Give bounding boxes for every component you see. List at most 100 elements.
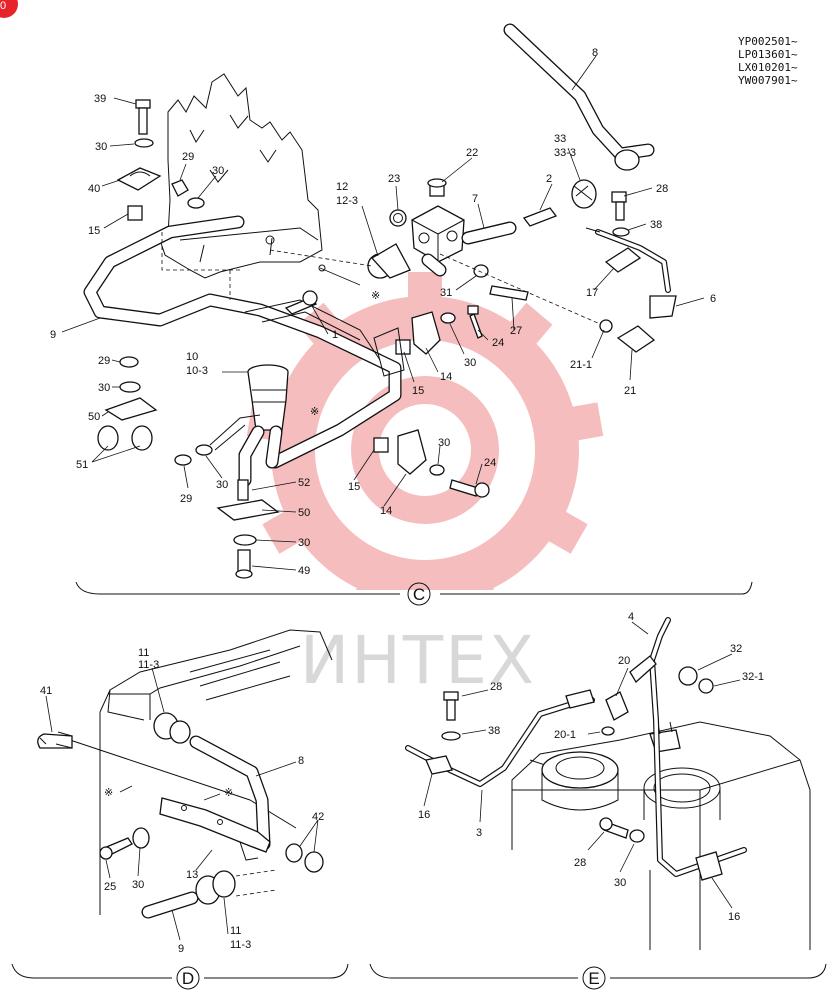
grommets-42 bbox=[285, 843, 324, 873]
section-d: ※ ※ 41 11 11-3 8 42 13 25 30 9 11 11-3 bbox=[11, 629, 349, 990]
callout-6: 6 bbox=[710, 293, 716, 305]
callout-28: 28 bbox=[574, 857, 586, 869]
section-e-callouts: 4 20 32 32-1 28 38 20-1 16 3 28 30 16 bbox=[418, 611, 764, 923]
callout-14: 14 bbox=[440, 371, 452, 383]
left-clamp-stack bbox=[116, 99, 205, 221]
callout-24: 24 bbox=[492, 337, 504, 349]
badge-text: 0 bbox=[0, 0, 6, 12]
valve-block bbox=[159, 73, 326, 279]
callout-15: 15 bbox=[348, 481, 360, 493]
callout-29: 29 bbox=[182, 151, 194, 163]
ref-mark-2: ※ bbox=[310, 406, 319, 418]
callout-50: 50 bbox=[88, 411, 100, 423]
section-e-bracket bbox=[369, 963, 827, 979]
callout-8: 8 bbox=[298, 755, 304, 767]
callout-29: 29 bbox=[98, 355, 110, 367]
callout-24: 24 bbox=[484, 457, 496, 469]
hose-9-d bbox=[141, 869, 277, 919]
callout-22: 22 bbox=[466, 147, 478, 159]
callout-30: 30 bbox=[614, 877, 626, 889]
filler-neck bbox=[541, 751, 721, 820]
callout-9: 9 bbox=[178, 943, 184, 955]
filler-pipe-10 bbox=[209, 364, 289, 487]
coupler-33 bbox=[522, 179, 630, 237]
section-d-badge bbox=[176, 966, 200, 990]
bolt-28-lower bbox=[599, 817, 645, 843]
callout-11: 11 bbox=[230, 925, 241, 937]
callout-30: 30 bbox=[98, 382, 110, 394]
callout-38: 38 bbox=[650, 219, 662, 231]
tube-4 bbox=[629, 617, 747, 877]
section-e-leaders bbox=[423, 621, 741, 909]
section-e-badge bbox=[582, 966, 606, 990]
section-d-label: D bbox=[182, 969, 194, 988]
bolt-28-top bbox=[425, 691, 461, 775]
callout-30: 30 bbox=[132, 879, 144, 891]
callout-38: 38 bbox=[488, 725, 500, 737]
callout-11-3: 11-3 bbox=[138, 659, 159, 671]
callout-9: 9 bbox=[50, 329, 56, 341]
callout-8: 8 bbox=[592, 47, 598, 59]
bolt-25 bbox=[99, 827, 150, 860]
u-bolt-41 bbox=[37, 731, 73, 749]
ref-mark-d1: ※ bbox=[104, 787, 113, 799]
callout-15: 15 bbox=[412, 385, 424, 397]
callout-17: 17 bbox=[586, 287, 598, 299]
callout-33-3: 33-3 bbox=[554, 147, 576, 159]
callout-1: 1 bbox=[332, 329, 338, 341]
serial-list: YP002501~ LP013601~ LX010201~ YW007901~ bbox=[738, 35, 798, 87]
tee-block bbox=[411, 178, 517, 277]
section-c-callouts: 39 30 40 15 29 30 9 29 30 50 51 29 30 10… bbox=[50, 47, 716, 577]
callout-30: 30 bbox=[212, 165, 224, 177]
callout-33: 33 bbox=[554, 133, 566, 145]
section-e: 4 20 32 32-1 28 38 20-1 16 3 28 30 16 E bbox=[369, 611, 827, 990]
callout-12-3: 12-3 bbox=[336, 195, 358, 207]
callout-21: 21 bbox=[624, 385, 636, 397]
pipe-8 bbox=[503, 23, 655, 171]
callout-51: 51 bbox=[76, 459, 88, 471]
callout-16: 16 bbox=[728, 911, 740, 923]
callout-39: 39 bbox=[94, 93, 106, 105]
section-c-label: C bbox=[413, 585, 425, 604]
callout-16: 16 bbox=[418, 809, 430, 821]
coupler-11-top bbox=[153, 712, 191, 744]
bottom-mount bbox=[216, 479, 280, 579]
section-d-leaders bbox=[45, 667, 319, 941]
left-lower-stack bbox=[97, 356, 213, 466]
bracket-13 bbox=[159, 797, 271, 861]
callout-30: 30 bbox=[95, 141, 107, 153]
callout-10-3: 10-3 bbox=[186, 365, 208, 377]
section-c-leaders bbox=[61, 55, 705, 571]
callout-32: 32 bbox=[730, 643, 742, 655]
callout-21-1: 21-1 bbox=[570, 359, 592, 371]
callout-12: 12 bbox=[336, 181, 348, 193]
hose-6 bbox=[585, 227, 677, 319]
callout-40: 40 bbox=[88, 183, 100, 195]
callout-42: 42 bbox=[312, 811, 324, 823]
callout-50: 50 bbox=[298, 507, 310, 519]
bolt-1 bbox=[284, 290, 318, 315]
callout-49: 49 bbox=[298, 565, 310, 577]
callout-30: 30 bbox=[464, 357, 476, 369]
serial-4: YW007901~ bbox=[738, 74, 798, 87]
callout-10: 10 bbox=[186, 351, 198, 363]
ref-mark-d2: ※ bbox=[224, 787, 233, 799]
serial-3: LX010201~ bbox=[738, 61, 798, 74]
section-c: ※ ※ bbox=[50, 23, 753, 606]
serial-1: YP002501~ bbox=[738, 35, 798, 48]
section-c-badge bbox=[407, 582, 431, 606]
callout-13: 13 bbox=[186, 869, 198, 881]
callout-31: 31 bbox=[440, 287, 452, 299]
watermark-text: ИНТЕХ bbox=[300, 622, 536, 699]
fitting-21 bbox=[599, 319, 656, 353]
callout-2: 2 bbox=[546, 173, 552, 185]
callout-15: 15 bbox=[88, 225, 100, 237]
callout-11: 11 bbox=[138, 647, 149, 659]
serial-2: LP013601~ bbox=[738, 48, 798, 61]
callout-3: 3 bbox=[476, 827, 482, 839]
callout-28: 28 bbox=[490, 681, 502, 693]
callout-25: 25 bbox=[104, 881, 116, 893]
callout-20: 20 bbox=[618, 655, 630, 667]
ref-mark-1: ※ bbox=[371, 290, 380, 302]
